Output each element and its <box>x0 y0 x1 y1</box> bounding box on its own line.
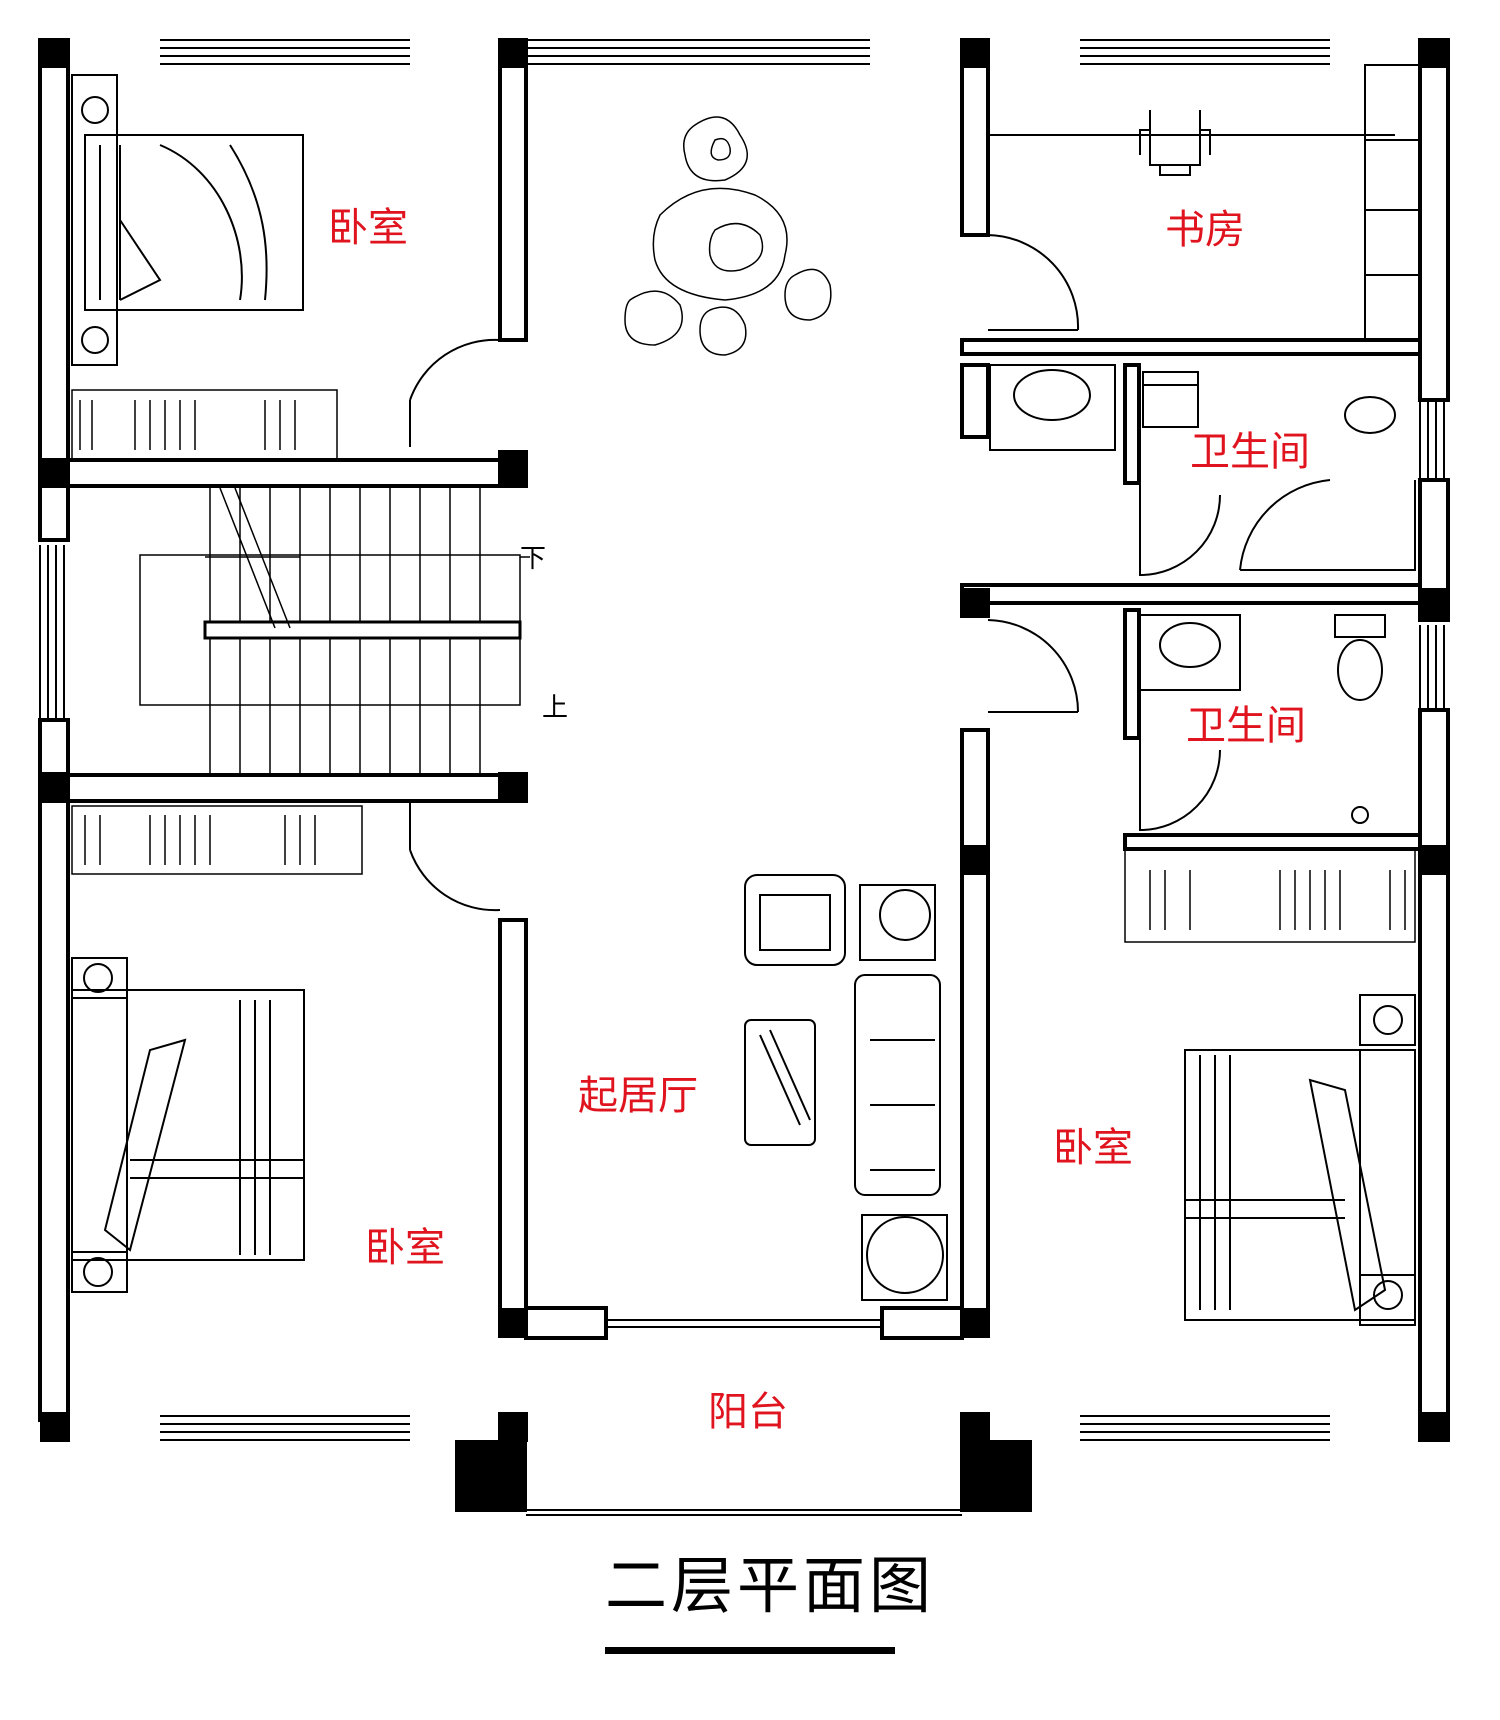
wall-bedroom-nw-south <box>38 458 528 488</box>
bathroom-fixtures <box>989 364 1416 824</box>
living-furniture <box>744 874 948 1301</box>
wall-study-south <box>960 338 1422 356</box>
columns <box>40 38 1450 1512</box>
windows <box>39 39 1445 1516</box>
room-label-bedroom-nw: 卧室 <box>328 205 408 251</box>
room-label-bedroom-sw: 卧室 <box>365 1225 445 1271</box>
decorative-plants <box>624 116 832 356</box>
doors <box>409 234 1221 912</box>
wall-bedroom-sw-north <box>38 773 528 803</box>
wall-balcony-west <box>524 1306 608 1340</box>
stair-up-label: 上 <box>542 693 569 723</box>
wall-east-upper <box>1418 38 1450 402</box>
room-label-study: 书房 <box>1165 207 1245 253</box>
wall-nw-core <box>498 38 528 342</box>
room-label-living-room: 起居厅 <box>578 1073 698 1119</box>
drawing-title: 二层平面图 <box>605 1549 936 1622</box>
room-label-bathroom-lower: 卫生间 <box>1186 703 1306 749</box>
wall-east-lower <box>1418 708 1450 1422</box>
stairwell <box>139 487 530 775</box>
wall-core-east <box>960 728 990 1322</box>
wall-west-upper <box>38 38 70 542</box>
room-label-bathroom-upper: 卫生间 <box>1190 429 1310 475</box>
wall-ne-core <box>960 38 990 237</box>
wall-bath-inner-1 <box>1123 363 1141 485</box>
study-furniture <box>988 64 1421 341</box>
room-label-bedroom-se: 卧室 <box>1053 1125 1133 1171</box>
wall-balcony-east <box>880 1306 964 1340</box>
wall-west-lower <box>38 718 70 1422</box>
wall-bath-west <box>960 363 990 439</box>
wardrobes <box>71 389 1416 943</box>
stair-down-label: 下 <box>520 544 547 574</box>
wall-bath-divider <box>960 583 1422 605</box>
title-underline <box>605 1647 895 1654</box>
wall-bath-south <box>1123 833 1422 851</box>
room-label-balcony: 阳台 <box>708 1389 788 1435</box>
wall-core-west <box>498 918 528 1322</box>
wall-bath-inner-2 <box>1123 608 1141 740</box>
beds <box>71 74 1416 1326</box>
